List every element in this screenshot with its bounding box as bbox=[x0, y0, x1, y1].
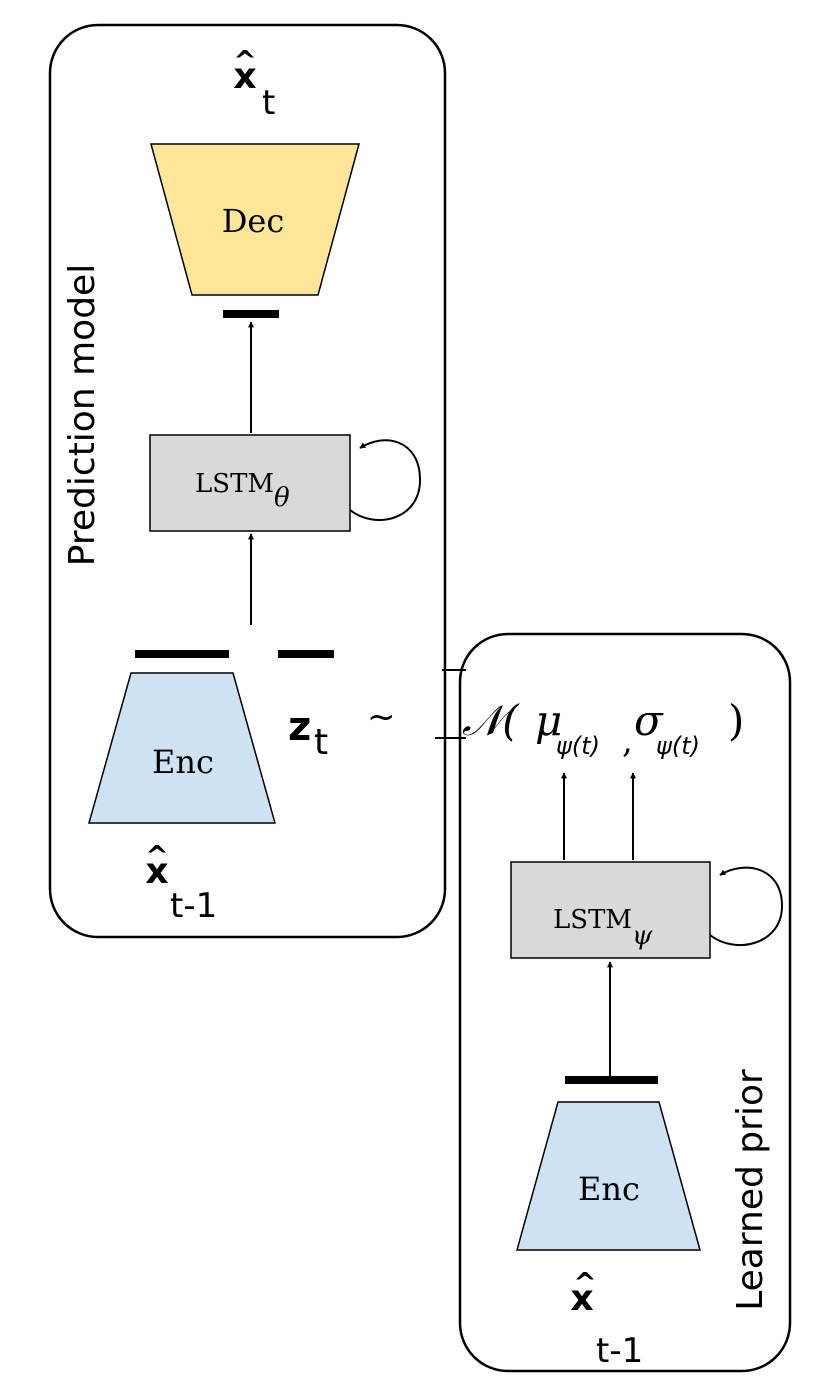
decoder-label: Dec bbox=[222, 202, 285, 240]
output-hat: ^ bbox=[233, 44, 256, 77]
latent-close: ) bbox=[728, 696, 744, 745]
encoder-output-bar bbox=[135, 650, 229, 658]
lstm-psi-recurrent-loop bbox=[709, 866, 784, 946]
encoder-label-prior: Enc bbox=[578, 1170, 640, 1208]
z-bar bbox=[278, 650, 334, 658]
decoder-input-bar bbox=[223, 310, 279, 318]
learned-prior-label: Learned prior bbox=[730, 1069, 771, 1311]
output-x: x bbox=[233, 56, 256, 97]
prior-input-x: x bbox=[570, 1278, 593, 1319]
lstm-psi-label: LSTMψ bbox=[553, 905, 653, 951]
input-x: x bbox=[145, 851, 168, 892]
lstm-theta-sub: θ bbox=[274, 483, 290, 513]
prior-input-hat: ^ bbox=[573, 1266, 596, 1299]
latent-equation: z t ~ 𝒩( μ ψ(t) , σ ψ(t) ) bbox=[288, 696, 744, 763]
latent-z-sub: t bbox=[314, 722, 328, 763]
lstm-psi-block bbox=[510, 861, 711, 959]
encoder-block-prediction bbox=[88, 672, 276, 824]
lstm-theta-block bbox=[149, 434, 351, 532]
lstm-theta-label: LSTMθ bbox=[195, 469, 290, 513]
encoder-label-prediction: Enc bbox=[152, 743, 214, 781]
input-xhat-t-minus-1-prior: ^ x t-1 bbox=[570, 1266, 643, 1371]
decoder-block bbox=[150, 143, 360, 296]
encoder-block-prior bbox=[516, 1101, 701, 1251]
latent-sigma-sub: ψ(t) bbox=[656, 732, 700, 760]
lstm-theta-recurrent-loop bbox=[349, 439, 422, 521]
input-xhat-t-minus-1-prediction: ^ x t-1 bbox=[145, 839, 217, 926]
output-sub: t bbox=[262, 83, 275, 123]
latent-dist: 𝒩( bbox=[462, 696, 520, 745]
prediction-model-label: Prediction model bbox=[62, 264, 103, 566]
lstm-psi-sub: ψ bbox=[632, 921, 653, 951]
prior-encoder-output-bar bbox=[565, 1076, 658, 1084]
latent-comma: , bbox=[622, 721, 633, 761]
latent-sigma: σ bbox=[634, 696, 664, 745]
input-hat: ^ bbox=[145, 839, 168, 872]
output-xhat-t: ^ x t bbox=[233, 44, 275, 123]
input-sub: t-1 bbox=[170, 886, 217, 926]
latent-z: z bbox=[288, 704, 311, 750]
latent-tilde: ~ bbox=[367, 697, 396, 737]
prior-input-sub: t-1 bbox=[596, 1331, 643, 1371]
latent-mu: μ bbox=[535, 696, 562, 745]
latent-mu-sub: ψ(t) bbox=[556, 732, 600, 760]
